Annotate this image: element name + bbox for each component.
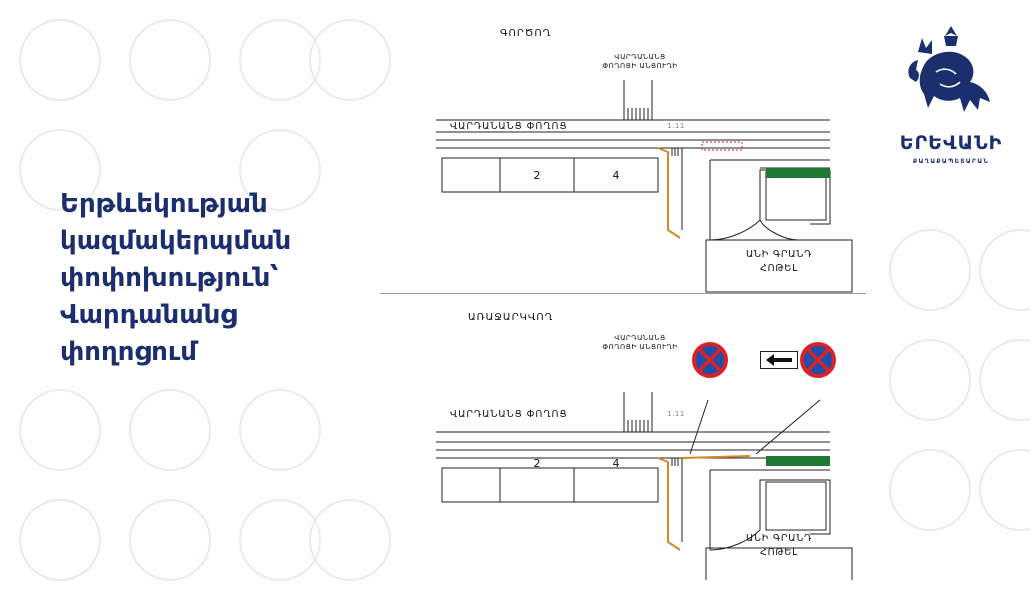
plan-title-proposed: ԱՌԱՋԱՐԿՎՈՂ [468,312,554,323]
alley-label-proposed: ՎԱՐԴԱՆԱՆՑ ՓՈՂՈՑԻ ԱՆՑՈՒՂԻ [602,334,678,351]
marking-proposed: 1.11 [667,410,685,418]
street-label-proposed: ՎԱՐԴԱՆԱՆՑ ՓՈՂՈՑ [450,409,568,420]
no-stopping-sign-icon [692,342,728,378]
street-label-current: ՎԱՐԴԱՆԱՆՑ ՓՈՂՈՑ [450,121,568,132]
marking-current: 1.11 [667,122,685,130]
direction-arrow-left-icon [760,351,798,369]
plan-title-current: ԳՈՐԾՈՂ [500,28,552,39]
logo-wordmark: ԵՐԵՎԱՆԻ [899,132,1003,154]
plan-proposed-drawing [436,392,853,580]
block-4-current: 4 [612,169,620,182]
traffic-diagram: ԳՈՐԾՈՂ ՎԱՐԴԱՆԱՆՑ ՓՈՂՈՑԻ ԱՆՑՈՒՂԻ [420,20,880,580]
logo-subline: ՔԱՂԱՔԱՊԵՏԱՐԱՆ [913,158,989,165]
plans-divider [380,293,866,294]
block-4-proposed: 4 [612,457,620,470]
page-headline: Երթևեկության կազմակերպման փոփոխություն՝ … [60,189,292,367]
hotel-label-proposed: ԱՆԻ ԳՐԱՆԴ ՀՈԹԵԼ [745,533,813,558]
hotel-label-current: ԱՆԻ ԳՐԱՆԴ ՀՈԹԵԼ [745,249,813,274]
yerevan-municipality-logo: ԵՐԵՎԱՆԻ ՔԱՂԱՔԱՊԵՏԱՐԱՆ [896,22,1006,172]
no-stopping-sign-icon [800,342,836,378]
block-2-current: 2 [533,169,541,182]
block-2-proposed: 2 [533,457,541,470]
yerevan-lion-emblem-icon [908,26,990,112]
plan-current-drawing [436,80,853,293]
alley-label-current: ՎԱՐԴԱՆԱՆՑ ՓՈՂՈՑԻ ԱՆՑՈՒՂԻ [602,53,678,70]
